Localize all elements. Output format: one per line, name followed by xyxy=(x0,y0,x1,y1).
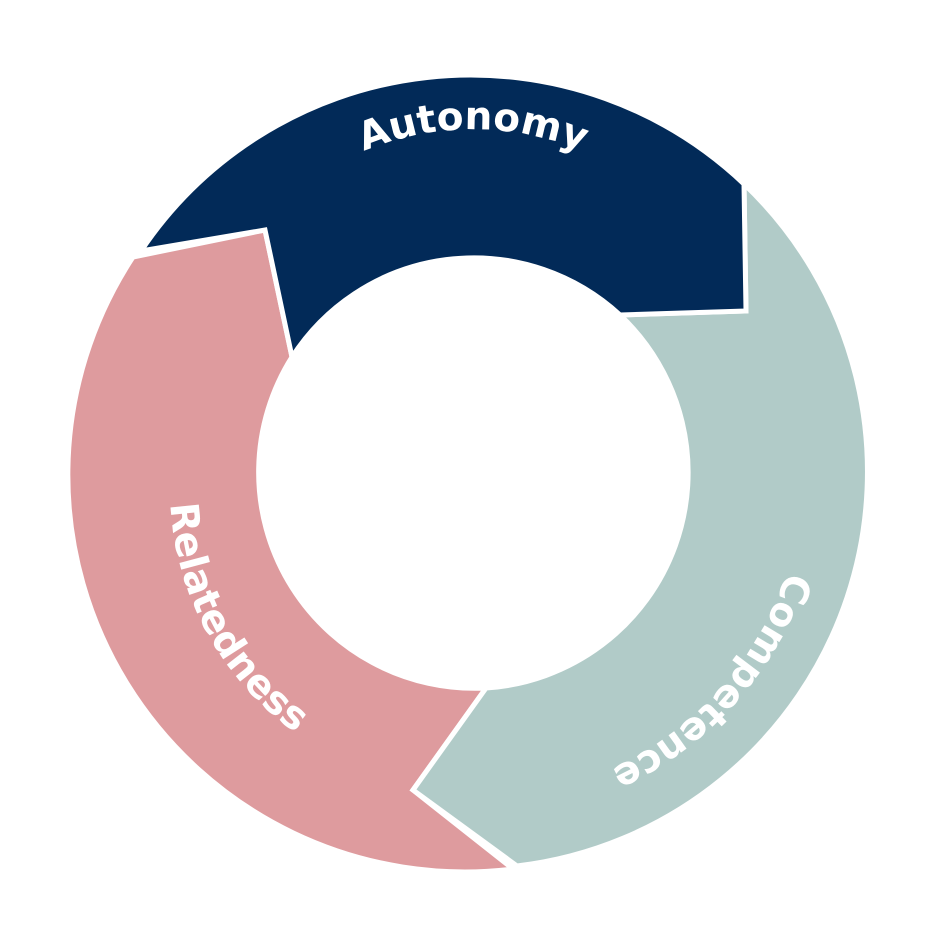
segment-autonomy-shape xyxy=(135,72,749,364)
segment-competence-shape xyxy=(409,178,870,869)
segment-relatedness-shape xyxy=(65,227,520,875)
segment-autonomy: Autonomy xyxy=(135,72,749,364)
